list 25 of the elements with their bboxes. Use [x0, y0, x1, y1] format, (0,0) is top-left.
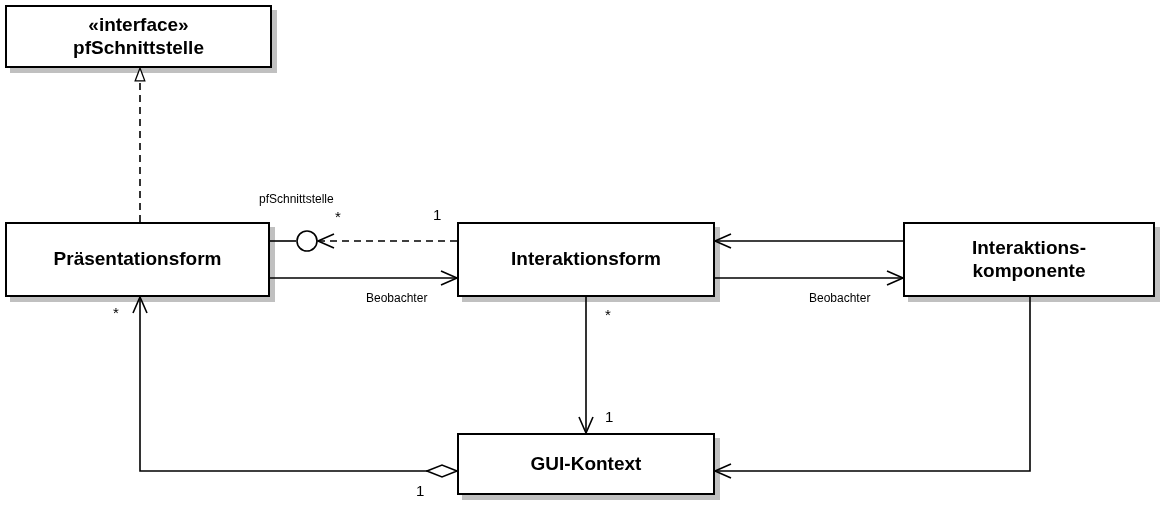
multiplicity-label: 1	[605, 408, 614, 425]
interface-name-label: pfSchnittstelle	[258, 192, 335, 206]
connector-line	[269, 240, 297, 242]
class-name: GUI-Kontext	[530, 452, 642, 476]
association-arrow	[714, 270, 904, 286]
interface-lollipop-icon	[296, 230, 318, 252]
class-name: Interaktions- komponente	[971, 236, 1087, 283]
multiplicity-label: *	[335, 208, 341, 225]
association-arrow	[269, 270, 458, 286]
realization-arrow	[134, 67, 146, 223]
multiplicity-label: 1	[416, 482, 425, 499]
association-arrow	[578, 296, 594, 434]
class-name: Interaktionsform	[511, 248, 661, 271]
multiplicity-label: 1	[433, 206, 442, 223]
aggregation-arrow	[132, 296, 458, 478]
association-arrow	[714, 233, 904, 249]
edge-label: Beobachter	[808, 291, 872, 305]
edge-label: Beobachter	[365, 291, 429, 305]
interface-stereotype: «interface»	[88, 13, 189, 37]
class-name: Präsentationsform	[53, 248, 222, 271]
multiplicity-label: *	[605, 306, 611, 323]
interface-name: pfSchnittstelle	[73, 36, 204, 60]
dependency-arrow	[317, 233, 458, 249]
association-arrow	[714, 296, 1031, 479]
multiplicity-label: *	[113, 304, 119, 321]
